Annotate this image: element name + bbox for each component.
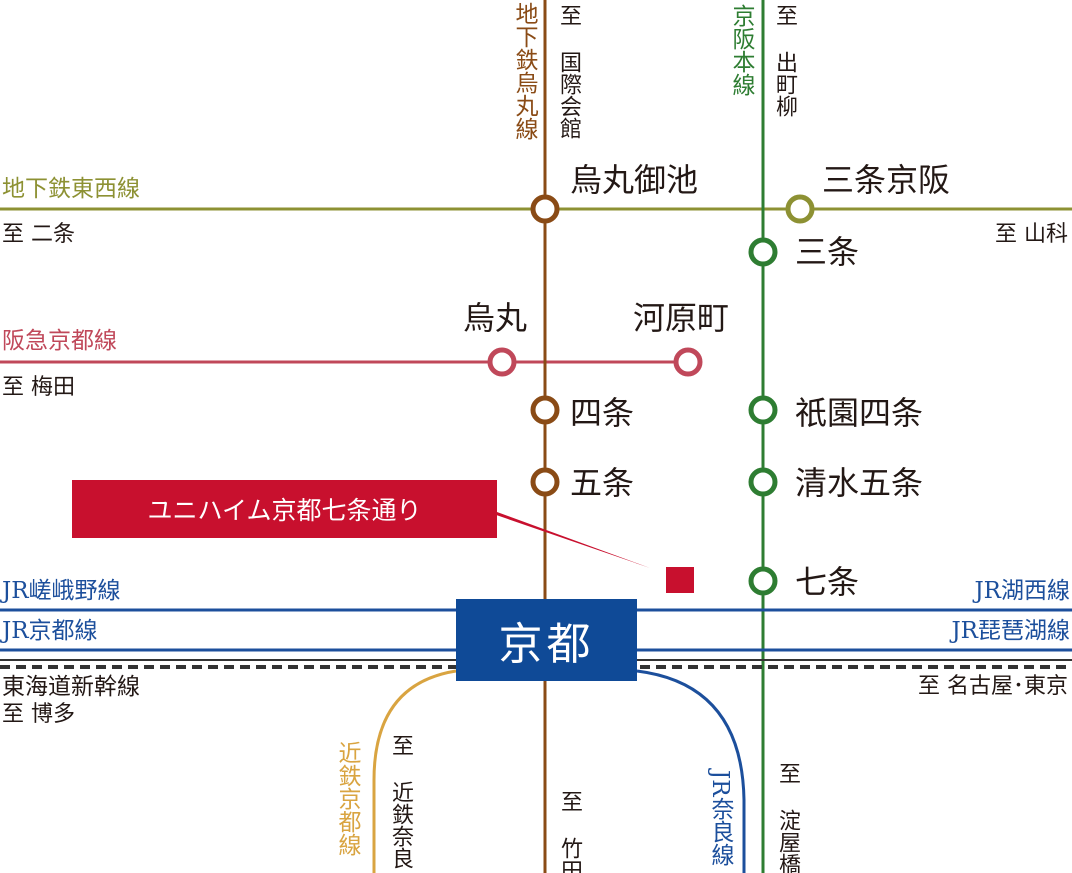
station-marker-sanjo-keihan xyxy=(785,194,815,224)
station-shichijo: 七条 xyxy=(795,563,860,601)
keihan-main-label: 京阪本線 xyxy=(728,4,754,96)
jr-nara-line-path xyxy=(636,669,746,873)
direction-takeda: 至 竹田 xyxy=(557,790,582,873)
station-marker-karasuma-oike xyxy=(530,194,560,224)
hankyu-kyoto-label: 阪急京都線 xyxy=(2,328,117,354)
station-sanjo-keihan: 三条京阪 xyxy=(822,161,951,199)
station-marker-kawaramachi xyxy=(673,347,703,377)
station-kawaramachi: 河原町 xyxy=(633,299,730,337)
station-kiyomizu-gojo: 清水五条 xyxy=(795,464,924,502)
jr-kyoto-label: JR京都線 xyxy=(2,618,98,644)
kintetsu-kyoto-label: 近鉄京都線 xyxy=(334,741,360,856)
subway-tozai-label: 地下鉄東西線 xyxy=(2,176,140,202)
station-gojo: 五条 xyxy=(570,464,635,502)
station-karasuma-oike: 烏丸御池 xyxy=(570,161,699,199)
station-kyoto: 京都 xyxy=(456,599,637,681)
station-marker-sanjo xyxy=(748,237,778,267)
station-marker-shijo xyxy=(530,395,560,425)
direction-yamashina: 至 山科 xyxy=(995,222,1068,247)
jr-sagano-label: JR嵯峨野線 xyxy=(2,578,121,604)
kintetsu-line-path xyxy=(372,669,457,873)
station-marker-gion-shijo xyxy=(748,395,778,425)
station-shijo: 四条 xyxy=(570,394,635,432)
direction-yodoyabashi: 至 淀屋橋 xyxy=(775,762,800,873)
jr-kosei-label: JR湖西線 xyxy=(974,578,1070,604)
direction-demachiyanagi: 至 出町柳 xyxy=(772,4,797,117)
callout-pointer xyxy=(470,506,650,568)
property-marker xyxy=(666,567,694,593)
direction-hakata: 至 博多 xyxy=(2,702,75,727)
direction-umeda: 至 梅田 xyxy=(2,375,75,400)
station-gion-shijo: 祇園四条 xyxy=(795,394,924,432)
property-callout: ユニハイム京都七条通り xyxy=(72,480,497,538)
property-callout-label: ユニハイム京都七条通り xyxy=(147,496,422,525)
station-marker-karasuma xyxy=(487,347,517,377)
station-marker-shichijo xyxy=(748,566,778,596)
jr-nara-label: JR奈良線 xyxy=(707,770,733,866)
direction-kokusai-kaikan: 至 国際会館 xyxy=(556,4,581,139)
subway-karasuma-label: 地下鉄烏丸線 xyxy=(511,2,537,140)
jr-biwako-label: JR琵琶湖線 xyxy=(951,618,1070,644)
station-kyoto-label: 京都 xyxy=(498,619,595,670)
station-marker-gojo xyxy=(530,467,560,497)
direction-nagoya-tokyo: 至 名古屋･東京 xyxy=(918,674,1068,699)
direction-kintetsu-nara: 至 近鉄奈良 xyxy=(388,734,413,869)
station-sanjo: 三条 xyxy=(795,233,860,271)
station-karasuma: 烏丸 xyxy=(463,299,528,337)
direction-nijo: 至 二条 xyxy=(2,222,75,247)
station-marker-kiyomizu-gojo xyxy=(748,467,778,497)
tokaido-shinkansen-label: 東海道新幹線 xyxy=(2,674,140,700)
